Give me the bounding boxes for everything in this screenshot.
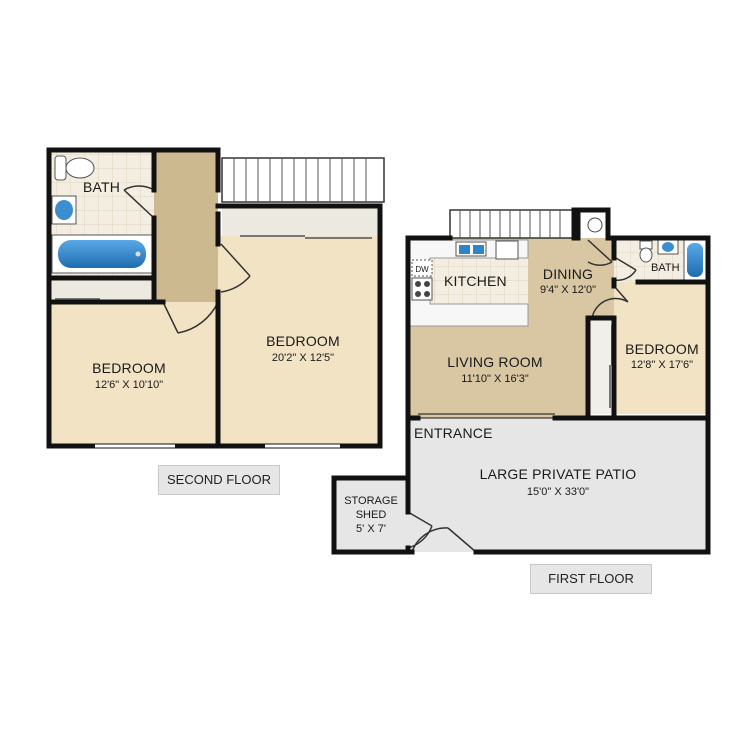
stairs-upper (221, 157, 385, 203)
toilet-icon (639, 240, 653, 263)
walls-lower (331, 207, 711, 555)
bedroom-dims-lower: 12'8" X 17'6" (631, 359, 693, 371)
stove-icon (411, 277, 433, 301)
kitchen-counter: DW (409, 239, 529, 327)
second-floor-plan: BATH BEDROOM 12'6" X 10'10" BEDROOM 20'2… (46, 147, 385, 449)
storage-shed-label-line1: STORAGE (344, 495, 398, 507)
living-room-dims: 11'10" X 16'3" (461, 373, 529, 385)
patio-label: LARGE PRIVATE PATIO (480, 466, 637, 482)
closet-floor-upper (222, 206, 380, 236)
second-floor-label: SECOND FLOOR (158, 465, 280, 495)
walls-upper (46, 147, 383, 449)
bathtub-icon (51, 234, 153, 274)
bathtub-icon (683, 239, 707, 281)
bath-label-upper: BATH (83, 179, 120, 195)
dishwasher-label: DW (415, 265, 429, 274)
storage-shed-dims: 5' X 7' (356, 523, 386, 535)
bedroom-label-left: BEDROOM (92, 360, 166, 376)
sink-icon (51, 195, 77, 225)
first-floor-label: FIRST FLOOR (530, 564, 652, 594)
first-floor-plan: DW (331, 207, 711, 555)
door-swing-bedroom-lower (591, 285, 629, 319)
sink-icon (657, 239, 679, 255)
bath-label-lower: BATH (651, 262, 680, 274)
refrigerator-icon (495, 240, 519, 260)
kitchen-sink-icon (455, 241, 487, 257)
door-swing-patio-gate (411, 527, 477, 553)
sliding-door-patio (418, 413, 555, 419)
bedroom-floor-left (49, 302, 218, 446)
bedroom-floor-lower (614, 282, 708, 414)
patio-dims: 15'0" X 33'0" (527, 486, 589, 498)
dishwasher-icon (411, 259, 433, 277)
bedroom-dims-left: 12'6" X 10'10" (95, 379, 163, 391)
window-frames-upper (95, 443, 340, 449)
bedroom-label-lower: BEDROOM (625, 341, 699, 357)
water-heater-icon (587, 217, 603, 233)
storage-shed-floor (334, 478, 408, 552)
dining-dims: 9'4" X 12'0" (540, 284, 596, 296)
entrance-label: ENTRANCE (414, 425, 493, 441)
storage-shed-label-line2: SHED (356, 509, 387, 521)
bedroom-dims-right: 20'2" X 12'5" (272, 352, 334, 364)
door-swing-bedroom-right (220, 243, 251, 293)
stairs-lower (449, 209, 575, 239)
closet-floor-left (52, 281, 152, 299)
bedroom-label-right: BEDROOM (266, 333, 340, 349)
hallway-floor-upper (154, 150, 218, 302)
patio-floor (408, 418, 708, 552)
door-swing-utility (587, 239, 613, 266)
living-room-label: LIVING ROOM (447, 354, 543, 370)
toilet-icon (54, 155, 95, 181)
kitchen-label: KITCHEN (444, 273, 507, 289)
dining-label: DINING (543, 266, 593, 282)
